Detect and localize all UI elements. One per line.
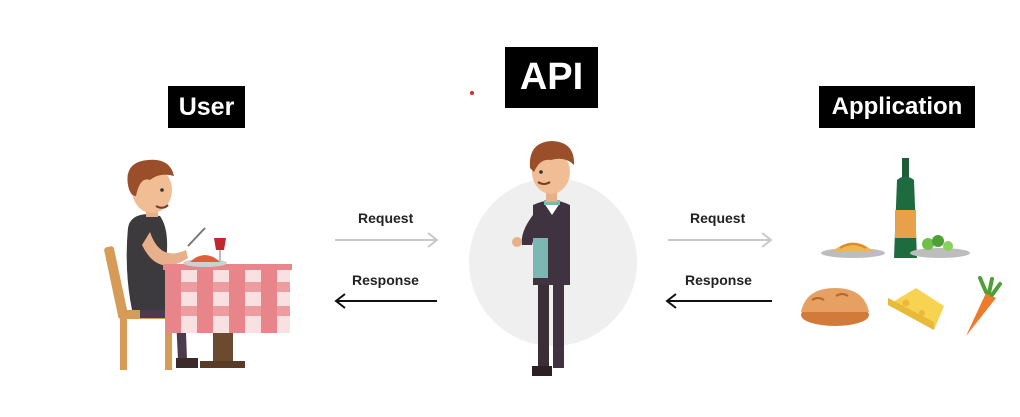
right-request-label: Request [690, 210, 746, 226]
food-illustration [801, 158, 1002, 336]
carrot-icon [966, 276, 1002, 336]
cheese-icon [888, 288, 944, 330]
left-response-arrow [334, 293, 437, 309]
user-label: User [168, 86, 245, 128]
salad-plate-icon [910, 235, 970, 258]
right-response-label: Response [685, 272, 752, 288]
left-request-label: Request [358, 210, 414, 226]
pasta-plate-icon [821, 242, 885, 258]
checkered-table [163, 264, 292, 368]
pie-icon [801, 288, 869, 326]
right-response-arrow [665, 293, 772, 309]
wine-bottle-icon [894, 158, 917, 258]
waiter-illustration [469, 141, 637, 376]
api-label: API [505, 47, 598, 108]
left-response-label: Response [352, 272, 419, 288]
left-request-arrow [335, 232, 439, 248]
red-dot [470, 91, 474, 95]
right-request-arrow [668, 232, 773, 248]
diner-illustration [104, 159, 292, 370]
application-label: Application [819, 86, 975, 128]
